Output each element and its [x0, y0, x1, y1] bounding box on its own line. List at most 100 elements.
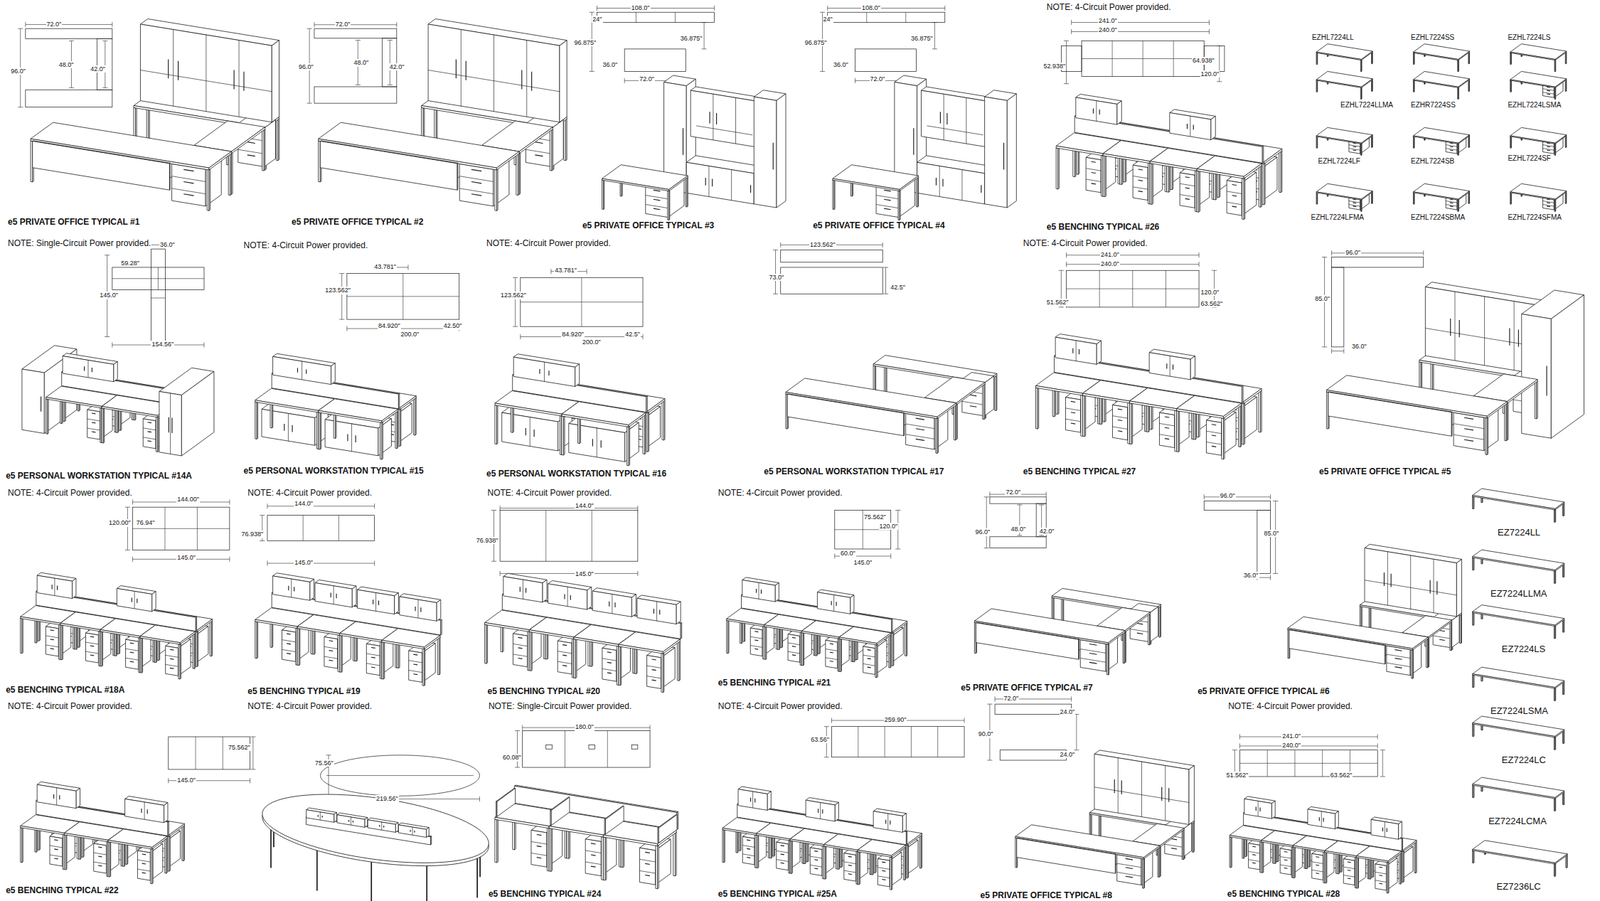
- furniture-line: [984, 96, 1008, 208]
- furniture-line: [934, 22, 936, 50]
- furniture-line: [50, 647, 55, 650]
- furniture-line: [436, 599, 441, 621]
- plan-outline: [989, 497, 1047, 504]
- furniture-line: [680, 622, 682, 639]
- furniture-line: [297, 627, 298, 666]
- furniture-line: [374, 503, 375, 509]
- furniture-line: [512, 277, 518, 279]
- furniture-line: [383, 641, 384, 680]
- furniture-line: [1058, 306, 1064, 308]
- furniture-line: [910, 726, 912, 758]
- furniture-line: [832, 178, 900, 191]
- plan-outline: [780, 250, 883, 263]
- furniture-line: [653, 208, 661, 210]
- furniture-line: [758, 582, 760, 599]
- furniture-line: [984, 384, 985, 420]
- furniture-line: [320, 140, 458, 190]
- furniture-line: [521, 725, 523, 731]
- furniture-line: [168, 417, 170, 433]
- furniture-line: [1513, 301, 1515, 371]
- furniture-line: [589, 12, 595, 13]
- furniture-line: [302, 515, 304, 542]
- furniture-line: [1066, 254, 1200, 256]
- furniture-line: [1377, 743, 1379, 749]
- furniture-line: [1016, 504, 1022, 506]
- furniture-line: [932, 48, 938, 50]
- furniture-line: [169, 658, 174, 660]
- plan-outline: [624, 49, 686, 72]
- furniture-line: [167, 59, 169, 79]
- furniture-line: [471, 182, 482, 184]
- furniture-line: [381, 408, 399, 423]
- plan-outline: [1257, 509, 1271, 574]
- furniture-line: [620, 645, 621, 686]
- drawing-group: [17, 5, 1584, 901]
- furniture-line: [1331, 250, 1332, 256]
- furniture-line: [962, 401, 985, 405]
- furniture-line: [586, 268, 588, 274]
- furniture-line: [1132, 164, 1148, 200]
- furniture-line: [398, 393, 399, 409]
- furniture-line: [1082, 393, 1130, 404]
- furniture-line: [987, 760, 992, 761]
- furniture-line: [301, 361, 303, 380]
- furniture-line: [339, 273, 345, 274]
- furniture-line: [514, 730, 520, 732]
- furniture-line: [493, 509, 495, 562]
- furniture-line: [228, 154, 231, 196]
- furniture-line: [347, 295, 460, 297]
- furniture-line: [493, 34, 495, 112]
- furniture-line: [824, 726, 830, 727]
- furniture-line: [375, 593, 377, 612]
- furniture-line: [1260, 390, 1263, 433]
- furniture-line: [22, 617, 23, 654]
- furniture-line: [1243, 163, 1262, 179]
- furniture-line: [329, 659, 334, 662]
- furniture-line: [127, 507, 128, 550]
- furniture-line: [664, 400, 665, 441]
- furniture-line: [1243, 403, 1246, 446]
- furniture-line: [1085, 179, 1101, 182]
- furniture-line: [407, 264, 409, 270]
- furniture-line: [264, 119, 276, 167]
- furniture-line: [1506, 403, 1507, 441]
- furniture-line: [517, 647, 522, 649]
- furniture-line: [728, 620, 729, 654]
- furniture-line: [396, 22, 397, 28]
- furniture-line: [290, 578, 292, 598]
- furniture-line: [326, 775, 474, 776]
- furniture-line: [525, 428, 527, 436]
- plan-outline: [631, 745, 638, 750]
- furniture-line: [172, 188, 207, 195]
- furniture-line: [46, 397, 103, 409]
- furniture-line: [618, 632, 681, 653]
- furniture-line: [111, 22, 113, 28]
- furniture-line: [1091, 172, 1096, 174]
- furniture-line: [1138, 169, 1143, 170]
- furniture-line: [183, 182, 194, 184]
- furniture-line: [125, 648, 139, 651]
- furniture-line: [491, 509, 497, 511]
- furniture-line: [1206, 420, 1221, 456]
- plan-outline: [314, 28, 397, 39]
- furniture-line: [61, 624, 63, 660]
- furniture-line: [836, 601, 837, 606]
- furniture-line: [831, 600, 832, 606]
- furniture-line: [165, 645, 179, 676]
- drawing-group: [726, 577, 908, 678]
- furniture-line: [1190, 356, 1195, 380]
- plan-outline: [150, 248, 165, 348]
- furniture-line: [1232, 184, 1237, 185]
- furniture-line: [415, 397, 416, 436]
- furniture-line: [140, 70, 272, 92]
- furniture-line: [150, 297, 165, 299]
- furniture-line: [1258, 165, 1261, 207]
- furniture-line: [324, 419, 379, 456]
- furniture-line: [167, 777, 169, 783]
- furniture-line: [313, 22, 315, 28]
- furniture-line: [964, 717, 965, 723]
- plan-outline: [499, 509, 638, 562]
- furniture-line: [1138, 191, 1143, 192]
- furniture-line: [378, 600, 380, 605]
- furniture-line: [293, 586, 295, 591]
